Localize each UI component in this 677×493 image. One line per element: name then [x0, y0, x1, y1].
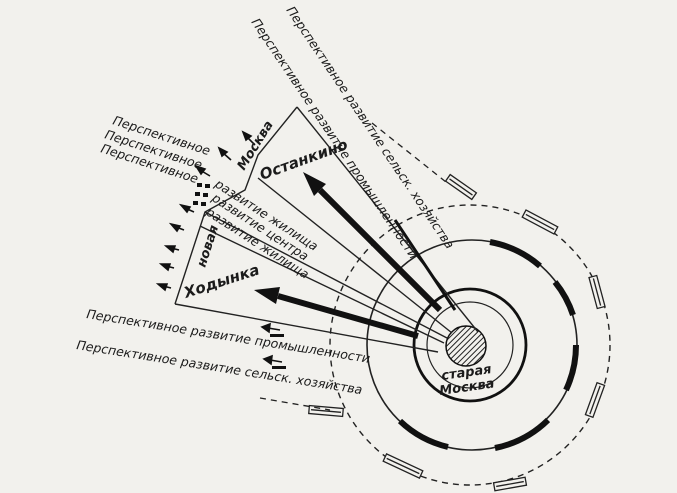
outer-dashed-ring [329, 204, 611, 486]
label-khodynka: Ходынка [181, 261, 262, 303]
dashed-leaders [259, 122, 447, 411]
sector-lines [174, 106, 479, 353]
development-arrows [254, 172, 457, 339]
inner-ring [412, 287, 528, 403]
sector-ticks [193, 183, 286, 369]
label-ostankino: Останкино [257, 135, 350, 183]
old-moscow-core [445, 325, 487, 367]
farmland-bars [308, 173, 606, 492]
perimeter-arrows [155, 130, 283, 366]
label-persp-agri-top: Перспективное развитие сельск. хозяйства [284, 3, 458, 251]
label-old-moscow-1: старая [440, 362, 492, 384]
industry-ring [366, 239, 580, 451]
